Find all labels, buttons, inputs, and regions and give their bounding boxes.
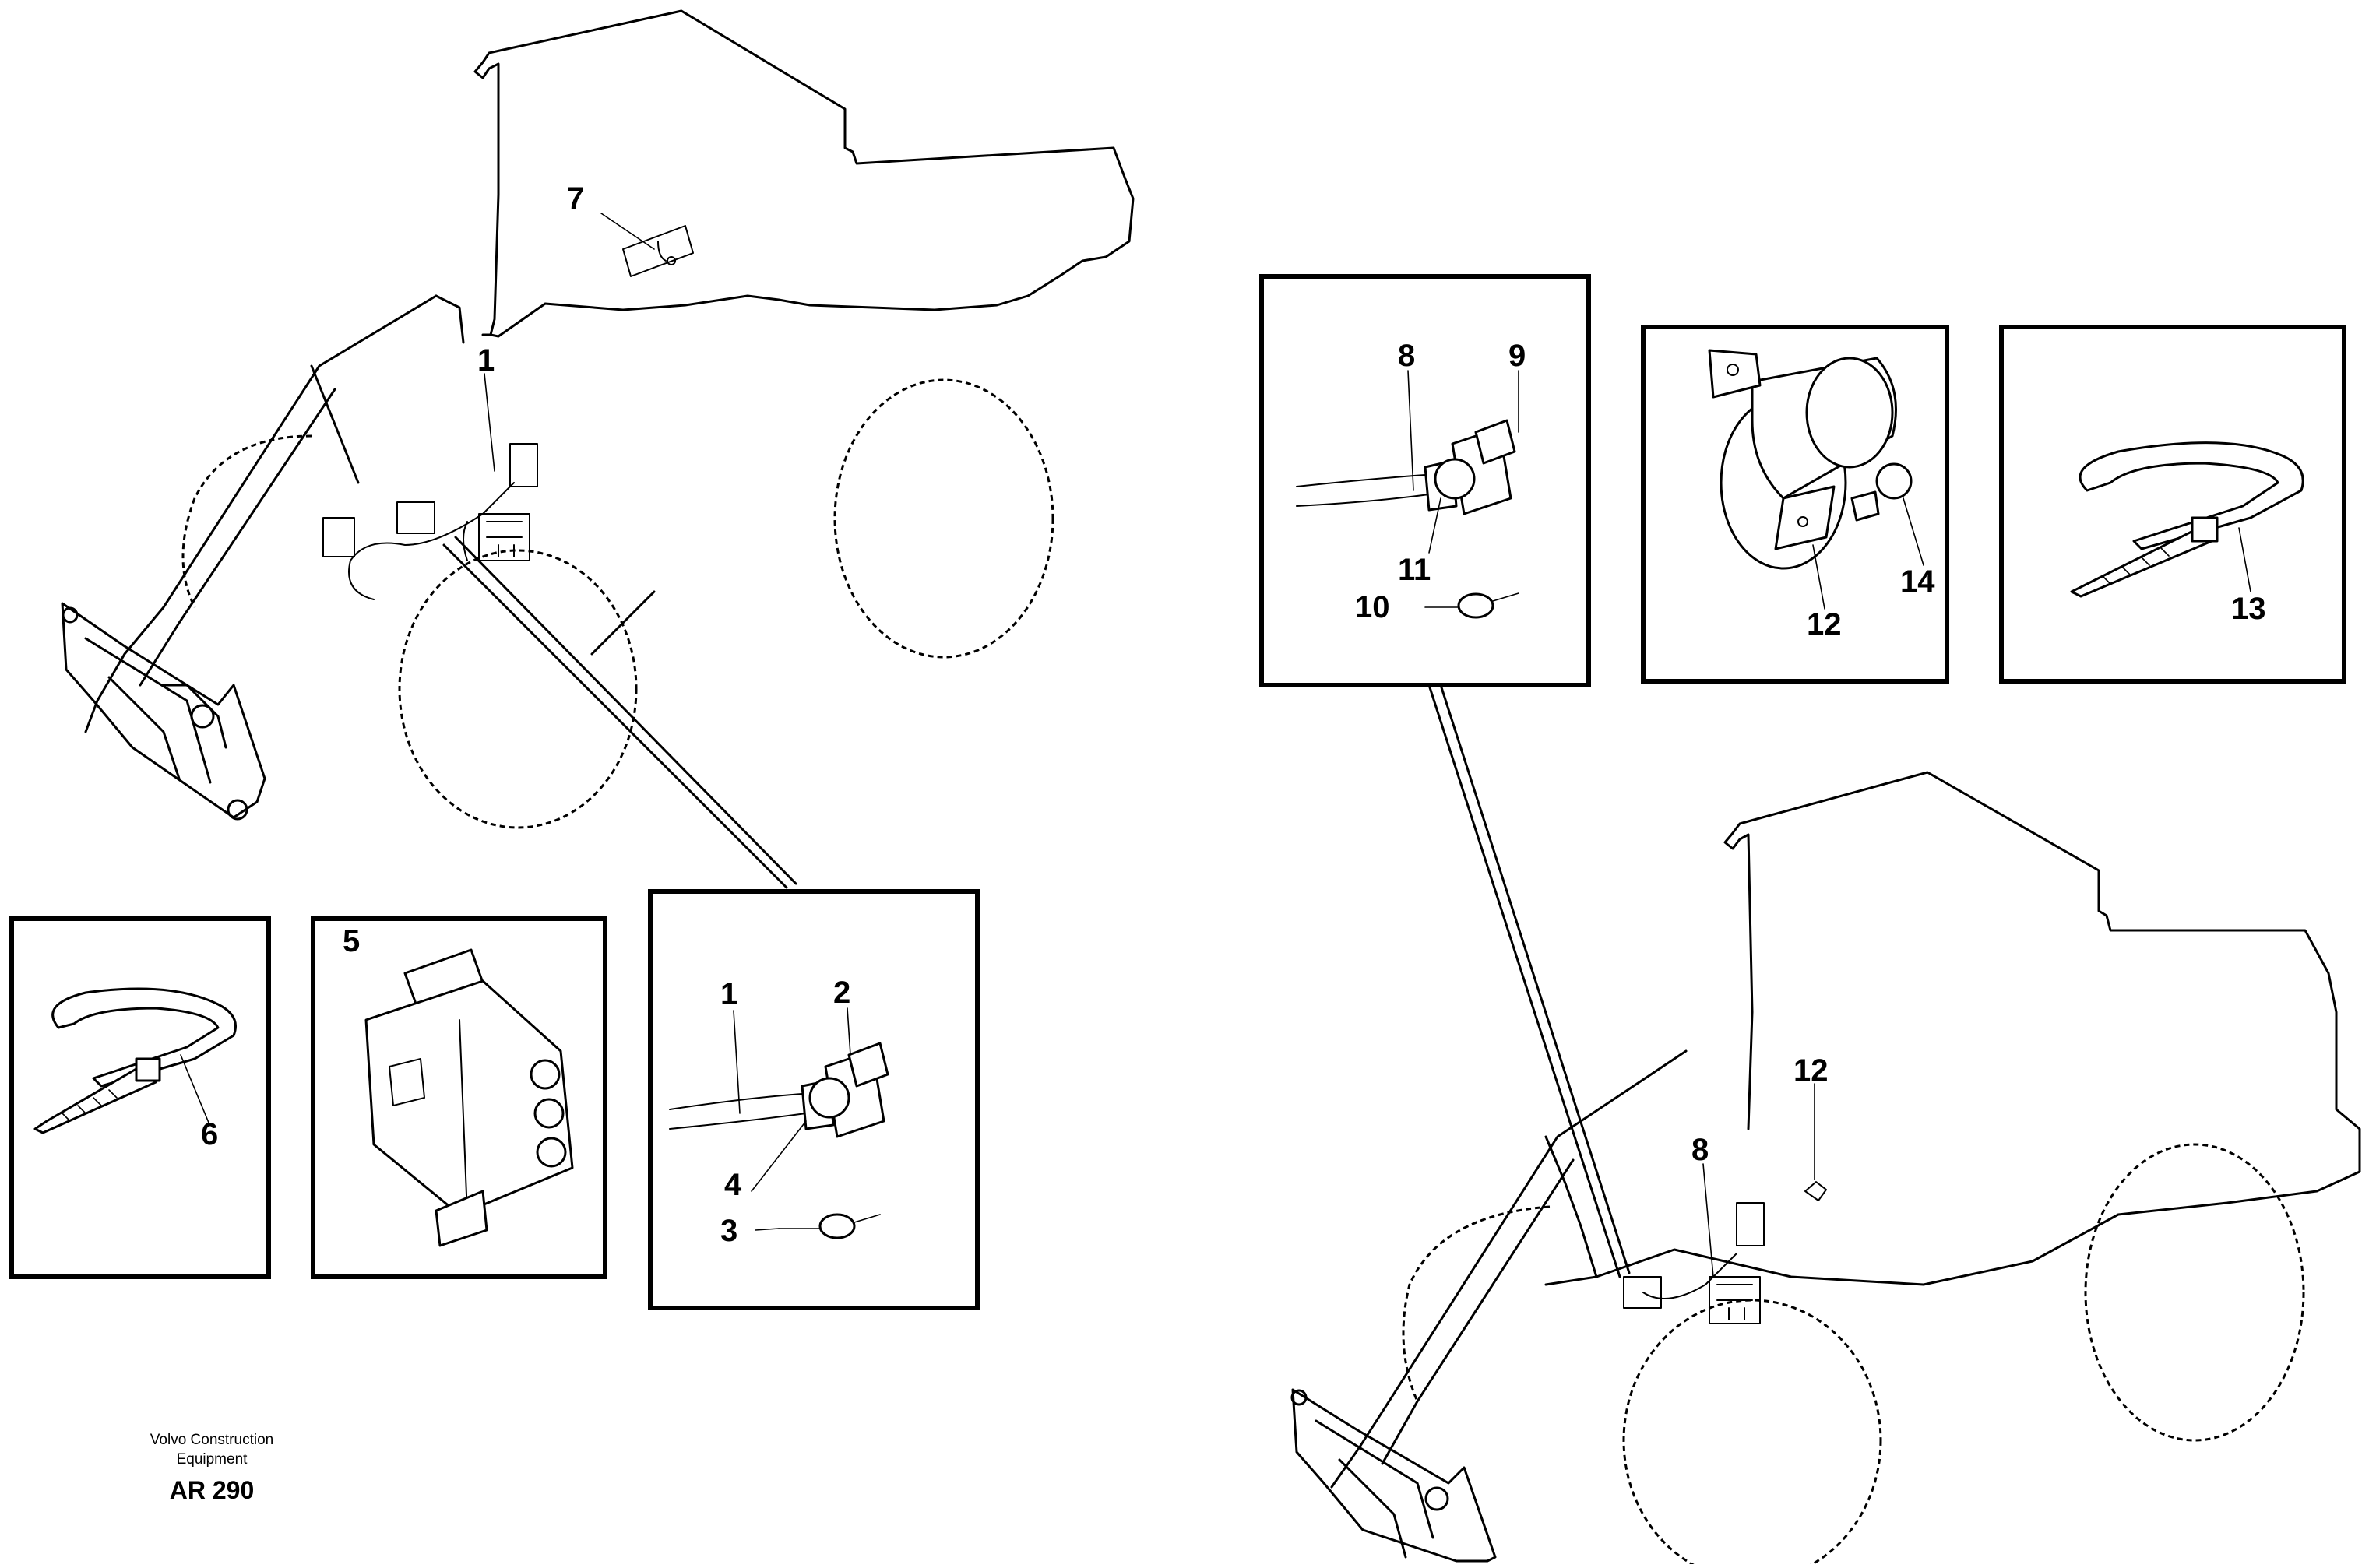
drawing-code: AR 290: [170, 1476, 255, 1504]
callout-right-machine-12: 12: [1793, 1053, 1829, 1088]
callout-right-machine-8: 8: [1691, 1133, 1709, 1167]
callout-connector-10: 10: [1355, 590, 1390, 624]
plug-illustration: [364, 948, 574, 1247]
cable-tie-right-illustration: [2070, 441, 2304, 598]
company-name-line1: Volvo Construction: [150, 1432, 273, 1448]
callout-cable-tie-13: 13: [2231, 592, 2266, 626]
right-rear-wheel: [2084, 1143, 2305, 1442]
footer-label: Volvo Construction Equipment AR 290: [150, 1432, 273, 1504]
left-rear-wheel: [833, 378, 1054, 659]
callout-leaders: [180, 213, 2251, 1278]
connector-box-right: [1259, 274, 1591, 687]
left-wheel-loader: [61, 9, 1135, 829]
callout-connector-3: 3: [720, 1214, 737, 1248]
lamp-illustration: [1708, 349, 1913, 570]
callout-connector-9: 9: [1508, 339, 1526, 373]
callout-connector-11: 11: [1398, 553, 1431, 587]
right-front-wheel: [1622, 1299, 1882, 1568]
callout-left-machine-7: 7: [567, 181, 584, 216]
callout-lamp-12: 12: [1807, 607, 1842, 642]
left-front-wheel: [398, 549, 638, 829]
callout-connector-8: 8: [1398, 339, 1415, 373]
callout-connector-4: 4: [724, 1168, 742, 1202]
callout-plug-5: 5: [343, 924, 360, 958]
connector-right-illustration: [1296, 419, 1519, 619]
callout-cable-tie-6: 6: [201, 1117, 218, 1151]
callout-connector-1: 1: [720, 977, 737, 1011]
company-name-line2: Equipment: [177, 1451, 248, 1468]
callout-left-machine-1: 1: [477, 343, 495, 378]
callout-connector-2: 2: [833, 976, 850, 1010]
right-wheel-loader: [1290, 771, 2361, 1568]
callout-lamp-14: 14: [1900, 564, 1935, 599]
cable-tie-box-left: [9, 916, 271, 1279]
cable-tie-left-illustration: [33, 987, 237, 1134]
cable-tie-box-right: [1999, 325, 2346, 684]
connector-left-illustration: [669, 1042, 889, 1239]
